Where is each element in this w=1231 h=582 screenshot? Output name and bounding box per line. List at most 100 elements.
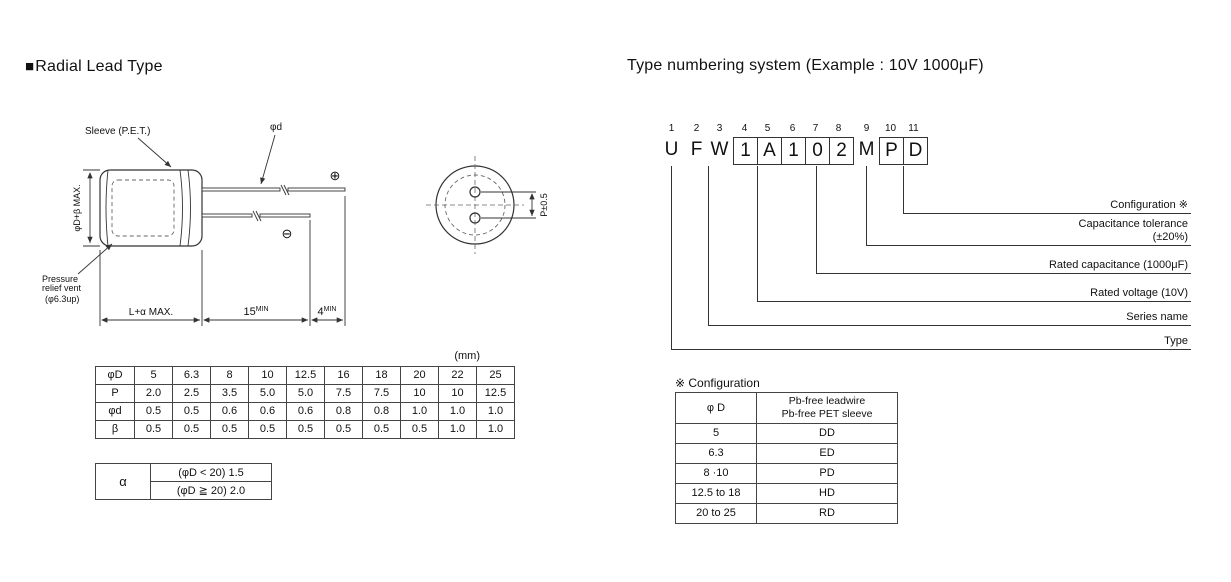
alpha-value: (φD < 20) 1.5 — [150, 463, 272, 482]
configuration-heading: ※ Configuration — [675, 376, 760, 390]
lead-break-mark — [255, 210, 262, 222]
dimension-value: 0.6 — [286, 402, 325, 421]
negative-lead — [259, 213, 311, 218]
dimension-value: 18 — [362, 366, 401, 385]
position-digit: 11 — [908, 123, 919, 134]
config-code-cell: DD — [756, 423, 898, 444]
dimension-value: 0.6 — [248, 402, 287, 421]
table-row: (φD ≧ 20) 2.0 — [96, 481, 272, 500]
leader-type: Type — [671, 166, 1191, 350]
body-end-curve — [105, 169, 109, 247]
dimension-value: 5.0 — [248, 384, 287, 403]
leader-capacitance-tolerance: Capacitance tolerance (±20%) — [866, 166, 1191, 246]
alpha-table: α (φD < 20) 1.5 (φD ≧ 20) 2.0 — [95, 463, 272, 500]
position-digit: 5 — [764, 123, 771, 134]
lead-break-mark — [252, 210, 259, 222]
dimension-value: 12.5 — [286, 366, 325, 385]
config-diameter-cell: 8 ·10 — [675, 463, 757, 484]
lead-hole — [469, 212, 481, 224]
left-heading-text: Radial Lead Type — [35, 58, 163, 75]
config-diameter-cell: 6.3 — [675, 443, 757, 464]
leader-label-line: Capacitance tolerance — [1078, 217, 1188, 230]
dimension-value: 1.0 — [476, 420, 515, 439]
capacitor-diagram: ⊕ ⊖ Sleeve (P.E.T.) φd φD+β MAX. Pressur… — [42, 122, 549, 326]
config-col2-header-line: Pb-free PET sleeve — [781, 408, 873, 420]
alpha-value: (φD ≧ 20) 2.0 — [150, 481, 272, 500]
leader-label: Configuration ※ — [1110, 198, 1188, 211]
dimension-value: 10 — [400, 384, 439, 403]
leader-label: Rated capacitance (1000μF) — [1048, 258, 1188, 271]
config-col2-header: Pb-free leadwire Pb-free PET sleeve — [756, 392, 898, 424]
lead-diameter-pointer — [260, 134, 276, 185]
dimension-value: 0.8 — [362, 402, 401, 421]
sleeve-crimp-line — [179, 169, 183, 247]
sleeve-crimp-line — [187, 169, 191, 247]
code-char: U — [664, 139, 679, 160]
dimension-value: 12.5 — [476, 384, 515, 403]
capacitor-body — [99, 169, 203, 247]
right-section-heading: Type numbering system (Example : 10V 100… — [627, 57, 984, 74]
code-char: F — [690, 139, 703, 160]
leader-series-name: Series name — [708, 166, 1191, 326]
dimension-value: 1.0 — [438, 420, 477, 439]
code-char: M — [858, 139, 875, 160]
position-digit: 10 — [884, 123, 897, 134]
leader-rated-capacitance: Rated capacitance (1000μF) — [816, 166, 1191, 274]
leader-label-line: (±20%) — [1152, 230, 1188, 243]
position-digit: 2 — [693, 123, 700, 134]
minus-terminal-icon: ⊖ — [282, 226, 293, 241]
leader-label: Series name — [1126, 310, 1188, 323]
dimension-value: 0.5 — [324, 420, 363, 439]
sleeve-pointer-line — [137, 137, 172, 168]
dimension-value: 6.3 — [172, 366, 211, 385]
dimension-value: 0.5 — [172, 402, 211, 421]
dimension-value: 0.5 — [172, 420, 211, 439]
dimension-row-label: P — [95, 384, 135, 403]
dimension-value: 5 — [134, 366, 173, 385]
pitch-label: P±0.5 — [539, 193, 549, 216]
dimension-value: 0.6 — [210, 402, 249, 421]
position-digit: 6 — [789, 123, 796, 134]
dimension-value: 2.0 — [134, 384, 173, 403]
dimension-value: 7.5 — [362, 384, 401, 403]
position-digit: 9 — [863, 123, 870, 134]
negative-lead — [201, 213, 253, 218]
tip-min-label: 4MIN — [318, 306, 337, 318]
dimension-value: 1.0 — [438, 402, 477, 421]
config-code-cell: PD — [756, 463, 898, 484]
dimension-value: 0.5 — [362, 420, 401, 439]
dimension-value: 0.5 — [134, 402, 173, 421]
lead-break-mark — [280, 184, 287, 196]
config-col2-header-line: Pb-free leadwire — [788, 395, 866, 408]
sleeve-label: Sleeve (P.E.T.) — [85, 126, 150, 137]
dimension-value: 16 — [324, 366, 363, 385]
position-digit: 4 — [741, 123, 748, 134]
dimension-value: 0.5 — [134, 420, 173, 439]
vent-label: relief vent — [42, 283, 82, 293]
dimension-value: 8 — [210, 366, 249, 385]
position-digit: 1 — [668, 123, 675, 134]
left-section-heading: ■Radial Lead Type — [25, 58, 163, 76]
position-digit: 3 — [716, 123, 723, 134]
dimension-value: 0.5 — [286, 420, 325, 439]
dimension-value: 0.8 — [324, 402, 363, 421]
config-code-cell: RD — [756, 503, 898, 524]
dimension-value: 0.5 — [210, 420, 249, 439]
positive-lead — [201, 187, 281, 192]
leader-configuration: Configuration ※ — [903, 166, 1191, 214]
configuration-table: φ D Pb-free leadwire Pb-free PET sleeve … — [675, 392, 898, 524]
